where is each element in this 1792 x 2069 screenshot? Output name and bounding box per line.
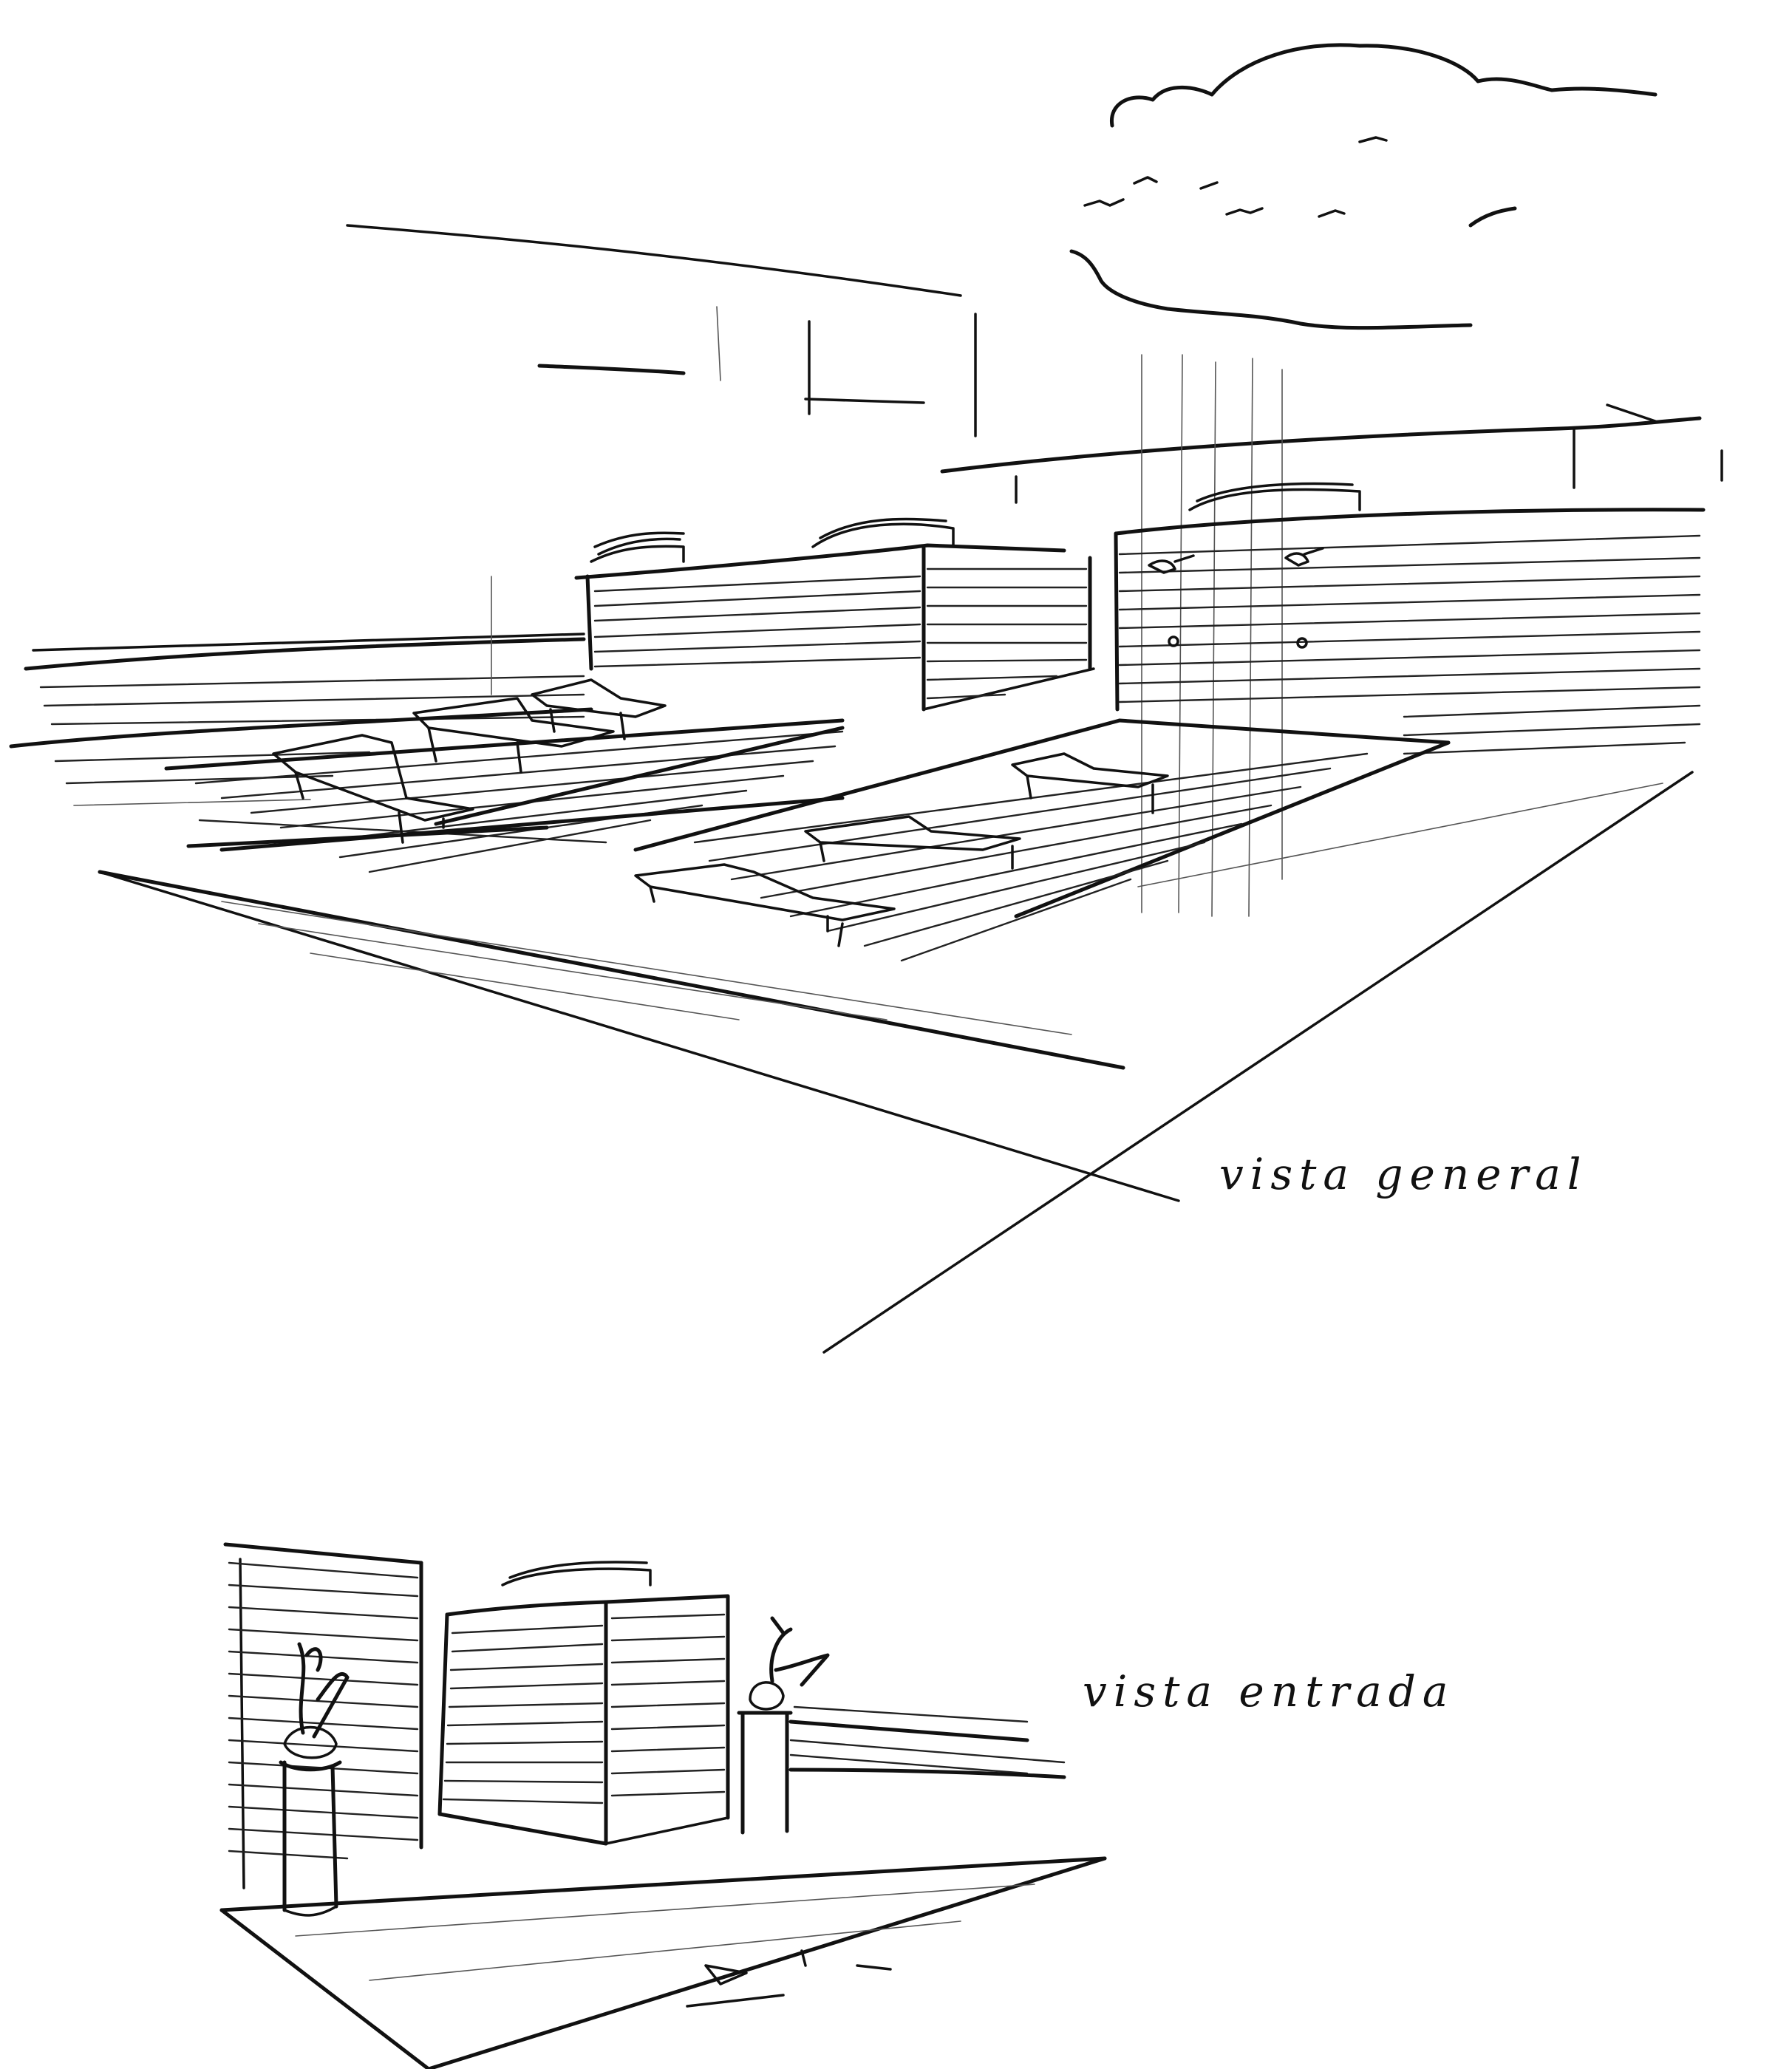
caption-vista-entrada: vista entrada — [1083, 1666, 1455, 1717]
right-deck — [633, 718, 1451, 962]
cloud — [1069, 43, 1658, 330]
general-view-drawing — [9, 43, 1723, 1354]
shower-heads — [1148, 547, 1324, 649]
right-housing-wall — [1114, 508, 1706, 755]
left-loungers — [272, 678, 667, 844]
right-loungers — [634, 752, 1169, 947]
left-deck — [164, 678, 845, 873]
entrada-left-wall — [223, 1542, 423, 1889]
entrada-gate — [437, 1561, 730, 1846]
caption-vista-general: vista general — [1219, 1149, 1588, 1199]
left-housing-box — [574, 543, 1095, 712]
entrada-left-planter — [279, 1642, 350, 1917]
birds — [1083, 136, 1388, 218]
rooftop-vents — [590, 482, 1361, 563]
entrada-right-planter — [737, 1616, 830, 1835]
entrada-view-drawing — [219, 1542, 1107, 2069]
entrada-right-railing — [788, 1705, 1066, 1779]
left-railing-lines — [9, 576, 593, 806]
entrada-floor — [219, 1856, 1107, 2069]
floor-perspective-lines — [98, 771, 1694, 1354]
